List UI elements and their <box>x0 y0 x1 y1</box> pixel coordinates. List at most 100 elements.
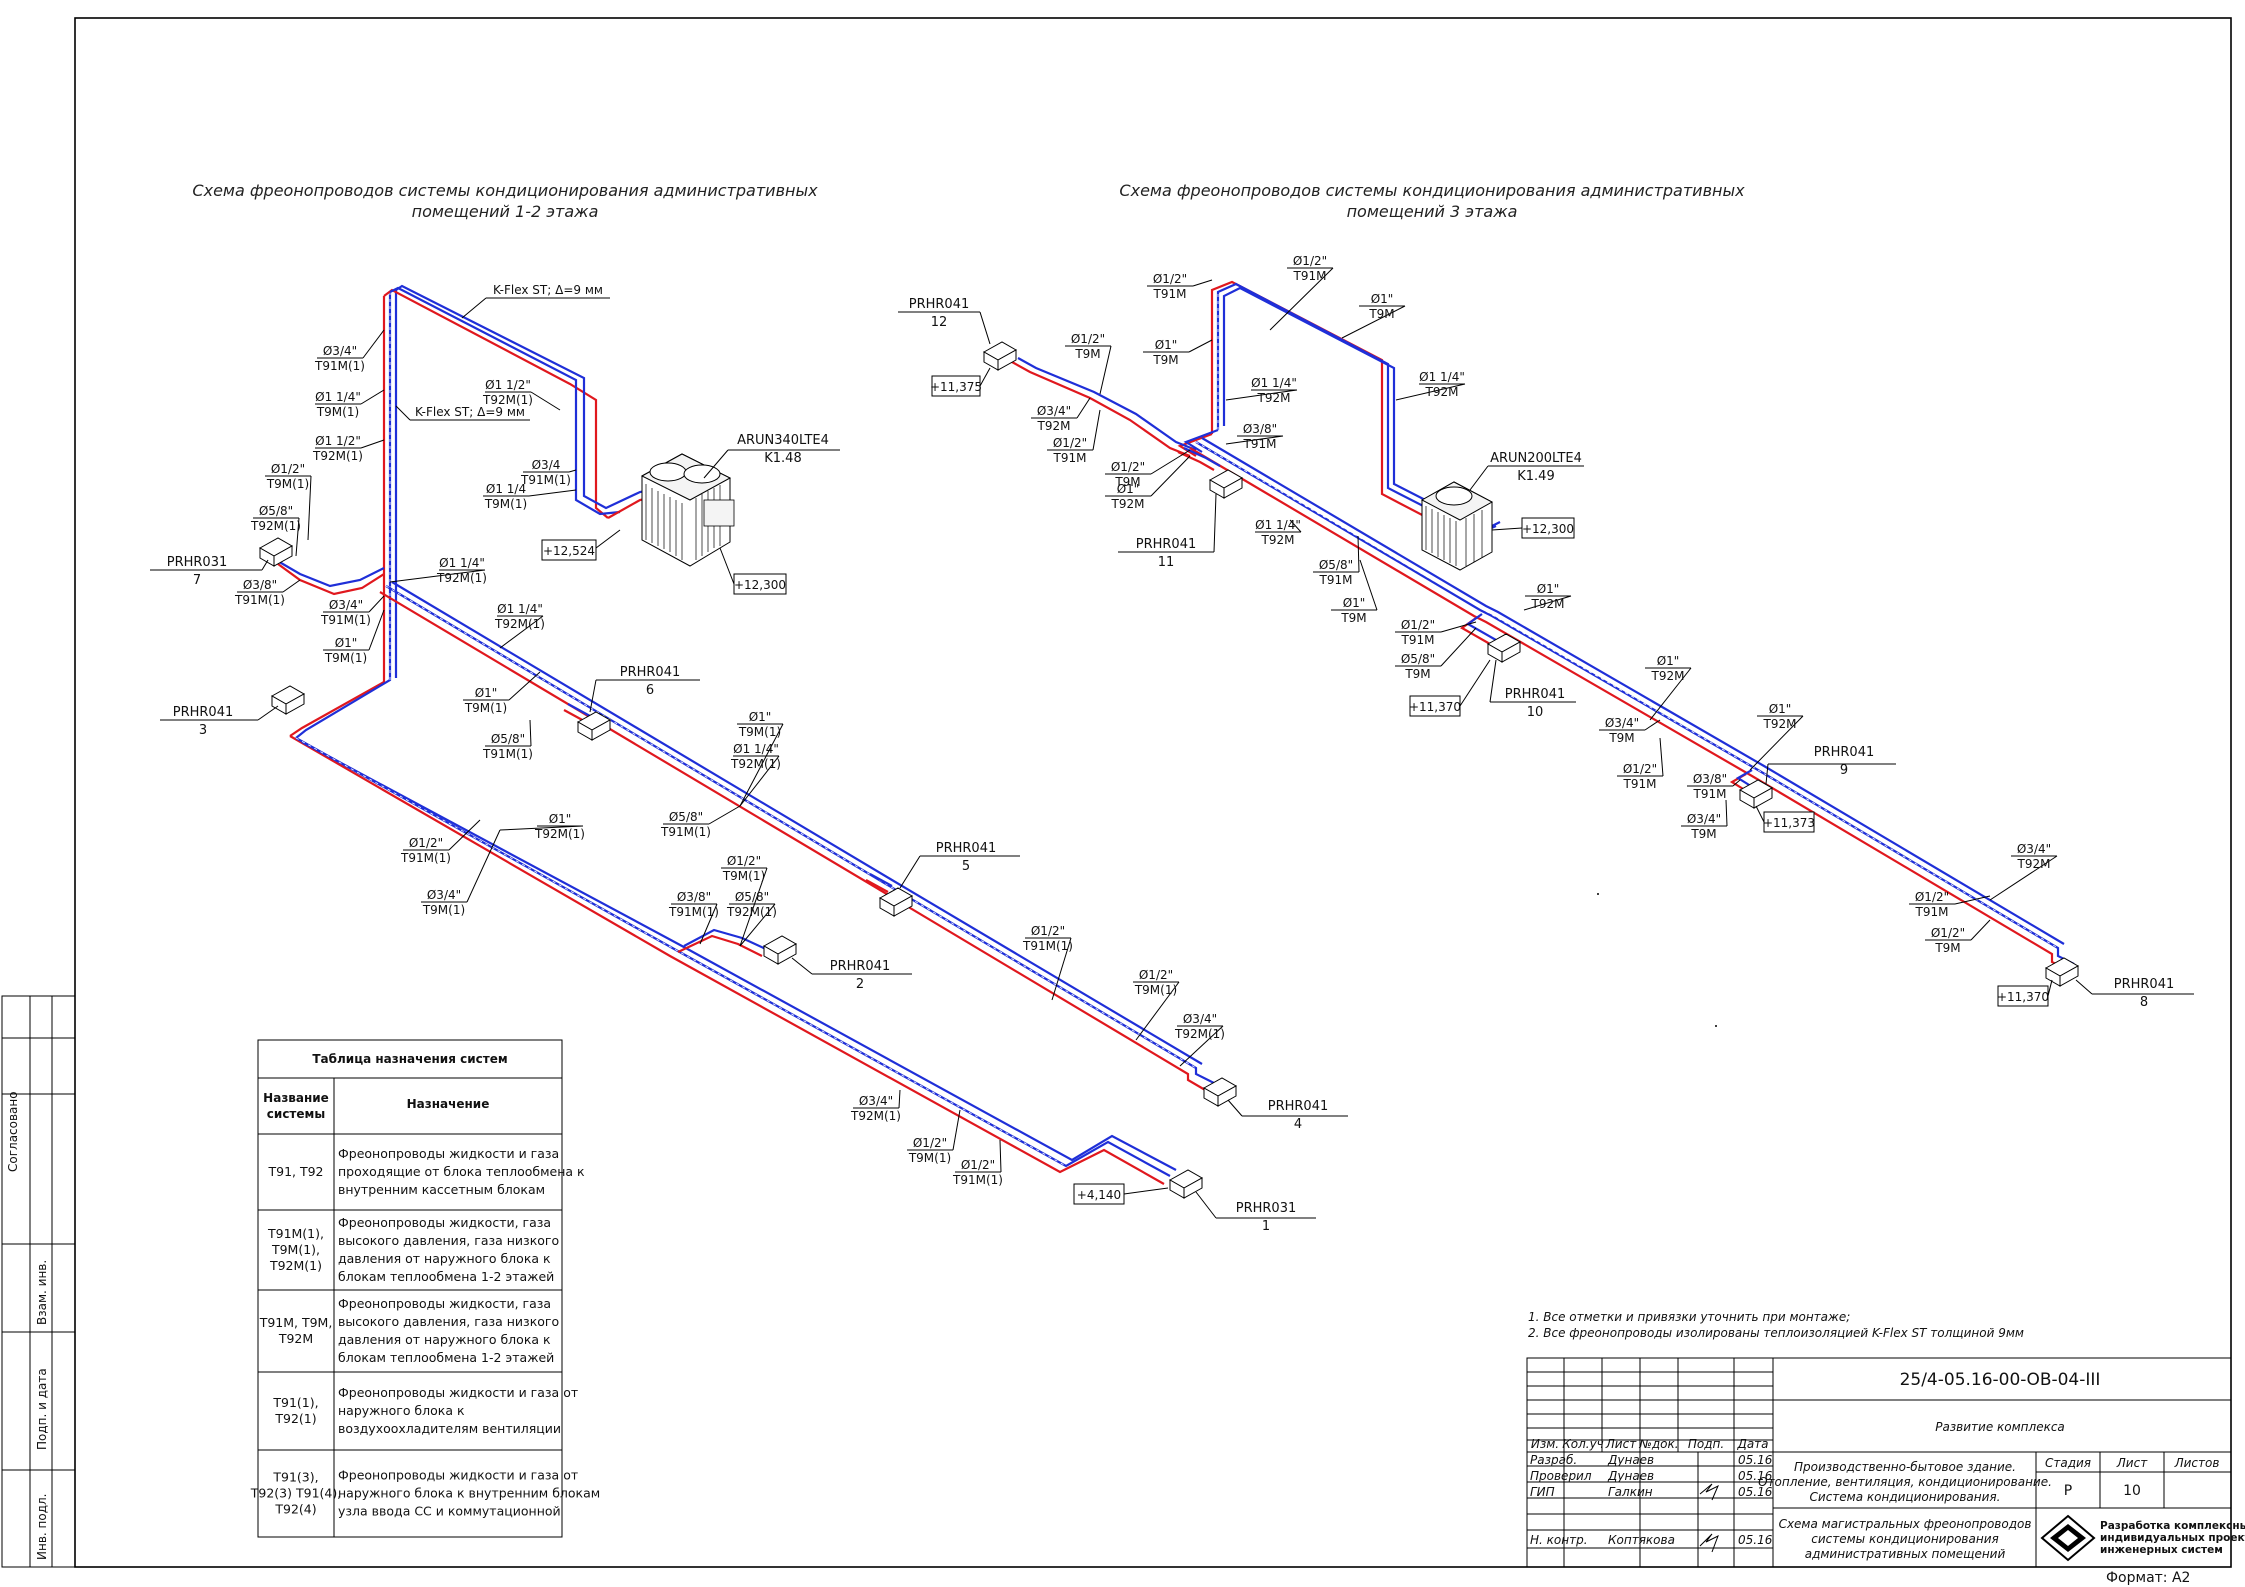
left-pipe-label-19: Ø1"T92M(1) <box>499 812 585 841</box>
left-pipe-label-22: Ø1/2"T9M(1) <box>721 854 768 947</box>
left-pipe-label-system: T91M(1) <box>320 613 371 627</box>
right-pipe-label-system: T92M <box>1257 391 1291 405</box>
right-pipe-label-diameter: Ø3/4" <box>1037 404 1071 418</box>
systems-table-system-name: T9M(1), <box>271 1242 320 1257</box>
right-pipe-label-system: T92M <box>2017 857 2051 871</box>
indoor-unit-9 <box>1738 779 1774 809</box>
right-pipe-label-17: Ø1/2"T91M <box>1395 618 1477 647</box>
left-pipe-label-diameter: Ø1" <box>475 686 498 700</box>
right-pipe-label-2: Ø1/2"T91M <box>1269 254 1334 331</box>
note-1: 1. Все отметки и привязки уточнить при м… <box>1528 1310 1850 1324</box>
elevation-11370-a: +11,370 <box>1409 700 1461 714</box>
right-pipe-label-1: Ø1/2"T91M <box>1147 272 1213 301</box>
left-pipe-label-18: Ø5/8"T91M(1) <box>660 805 741 839</box>
elevation-11370-b: +11,370 <box>1997 990 2049 1004</box>
indoor-unit-7-num: 7 <box>193 573 201 588</box>
left-pipe-label-diameter: Ø3/4" <box>1183 1012 1217 1026</box>
outdoor-unit-1-elev-a: +12,524 <box>543 544 595 558</box>
right-pipe-label-system: T9M <box>1368 307 1394 321</box>
indoor-unit-11-model: PRHR041 <box>1136 537 1197 552</box>
systems-table-purpose: давления от наружного блока к <box>338 1332 551 1347</box>
org-logo-icon <box>2040 1514 2096 1562</box>
systems-table-purpose: высокого давления, газа низкого <box>338 1233 559 1248</box>
indoor-unit-4-num: 4 <box>1294 1117 1302 1132</box>
systems-table-title: Таблица назначения систем <box>312 1052 507 1066</box>
indoor-unit-12 <box>982 341 1018 371</box>
indoor-unit-8 <box>2044 957 2080 987</box>
left-pipe-label-26: Ø1/2"T9M(1) <box>1133 968 1180 1041</box>
right-pipe-label-diameter: Ø1/2" <box>1153 272 1187 286</box>
indoor-unit-6-num: 6 <box>646 683 654 698</box>
left-pipe-label-system: T92M(1) <box>312 449 363 463</box>
right-pipe-label-system: T9M <box>1340 611 1366 625</box>
right-pipe-label-20: Ø3/4"T9M <box>1599 716 1661 745</box>
left-pipe-label-7: Ø1 1/2"T92M(1) <box>482 378 561 411</box>
left-pipe-label-1: Ø3/4"T91M(1) <box>314 329 385 373</box>
right-pipe-label-diameter: Ø1 1/4" <box>1251 376 1297 390</box>
left-pipe-label-16: Ø1"T9M(1) <box>737 710 784 807</box>
tb-date-1: 05.16 <box>1738 1453 1773 1467</box>
right-pipe-label-system: T91M <box>1243 437 1277 451</box>
right-pipe-label-diameter: Ø1" <box>1155 338 1178 352</box>
left-pipe-label-system: T9M(1) <box>422 903 465 917</box>
indoor-unit-2 <box>762 935 798 965</box>
systems-table-system-name: T92M(1) <box>269 1258 322 1273</box>
tb-role-2: Проверил <box>1530 1469 1592 1483</box>
left-pipe-label-system: T92M(1) <box>534 827 585 841</box>
right-diagram-title-1: Схема фреонопроводов системы кондиционир… <box>1119 181 1745 200</box>
systems-table-system-name: T91M, T9M, <box>259 1315 333 1330</box>
right-pipe-label-25: Ø3/4"T92M <box>1989 842 2058 901</box>
indoor-unit-5-model: PRHR041 <box>936 841 997 856</box>
left-pipe-label-system: T91M(1) <box>314 359 365 373</box>
left-pipe-label-2: Ø1 1/4"T9M(1) <box>315 389 385 419</box>
tb-stage: Р <box>2064 1483 2072 1499</box>
left-pipe-label-diameter: Ø1 1/4" <box>497 602 543 616</box>
elevation-11375: +11,375 <box>930 380 982 394</box>
left-pipe-label-system: T9M(1) <box>738 725 781 739</box>
left-pipe-label-system: T91M(1) <box>668 905 719 919</box>
right-pipe-label-system: T91M <box>1293 269 1327 283</box>
tb-building-1: Производственно-бытовое здание. <box>1794 1460 2016 1474</box>
tb-doc-code: 25/4-05.16-00-ОВ-04-III <box>1900 1370 2101 1390</box>
systems-table-purpose: наружного блока к внутренним блокам <box>338 1486 600 1501</box>
left-pipe-label-diameter: Ø3/4" <box>427 888 461 902</box>
right-pipe-label-diameter: Ø5/8" <box>1401 652 1435 666</box>
right-pipe-label-system: T92M <box>1037 419 1071 433</box>
right-pipe-label-system: T92M <box>1425 385 1459 399</box>
systems-table-system-name: T91(3), <box>272 1470 318 1485</box>
left-pipe-label-system: T92M(1) <box>494 617 545 631</box>
tb-org-3: инженерных систем <box>2100 1544 2223 1556</box>
tb-role-3: ГИП <box>1530 1485 1555 1499</box>
left-pipe-label-15: Ø5/8"T91M(1) <box>482 719 533 761</box>
indoor-unit-6 <box>576 711 612 741</box>
right-pipe-labels: Ø1/2"T91MØ1/2"T91MØ1"T9MØ1"T9MØ1/2"T9MØ3… <box>1031 254 2058 955</box>
left-pipe-label-diameter: Ø5/8" <box>669 810 703 824</box>
right-piping-network <box>1011 280 2075 971</box>
tb-project: Развитие комплекса <box>1935 1420 2065 1434</box>
tb-org-1: Разработка комплексных <box>2100 1520 2245 1532</box>
tb-col-doc: №док. <box>1638 1437 1678 1451</box>
tb-sheet-num: 10 <box>2123 1483 2141 1499</box>
elevation-11373: +11,373 <box>1763 816 1815 830</box>
systems-table-purpose: Фреонопроводы жидкости, газа <box>338 1296 551 1311</box>
left-pipe-label-4: Ø1/2"T9M(1) <box>265 462 312 541</box>
right-pipe-label-diameter: Ø5/8" <box>1319 558 1353 572</box>
left-pipe-label-diameter: Ø1" <box>335 636 358 650</box>
left-pipe-label-30: Ø1/2"T91M(1) <box>952 1139 1003 1187</box>
left-pipe-label-diameter: Ø3/8" <box>677 890 711 904</box>
left-pipe-label-diameter: Ø1 1/2" <box>315 434 361 448</box>
right-pipe-label-system: T91M <box>1153 287 1187 301</box>
insulation-label-1: K-Flex ST; Δ=9 мм <box>493 283 603 297</box>
right-pipe-label-24: Ø3/4"T9M <box>1681 799 1728 841</box>
indoor-unit-12-model: PRHR041 <box>909 297 970 312</box>
left-pipe-label-system: T91M(1) <box>660 825 711 839</box>
right-pipe-label-system: T91M <box>1319 573 1353 587</box>
outdoor-unit-1-code: K1.48 <box>764 451 801 466</box>
systems-table-head-name: системы <box>267 1107 325 1121</box>
side-stamp-agreed: Согласовано <box>6 1091 20 1172</box>
indoor-unit-9-model: PRHR041 <box>1814 745 1875 760</box>
left-pipe-label-diameter: Ø3/8" <box>243 578 277 592</box>
tb-sheet-title-1: Схема магистральных фреонопроводов <box>1779 1517 2032 1531</box>
tb-name-4: Коптякова <box>1608 1533 1675 1547</box>
